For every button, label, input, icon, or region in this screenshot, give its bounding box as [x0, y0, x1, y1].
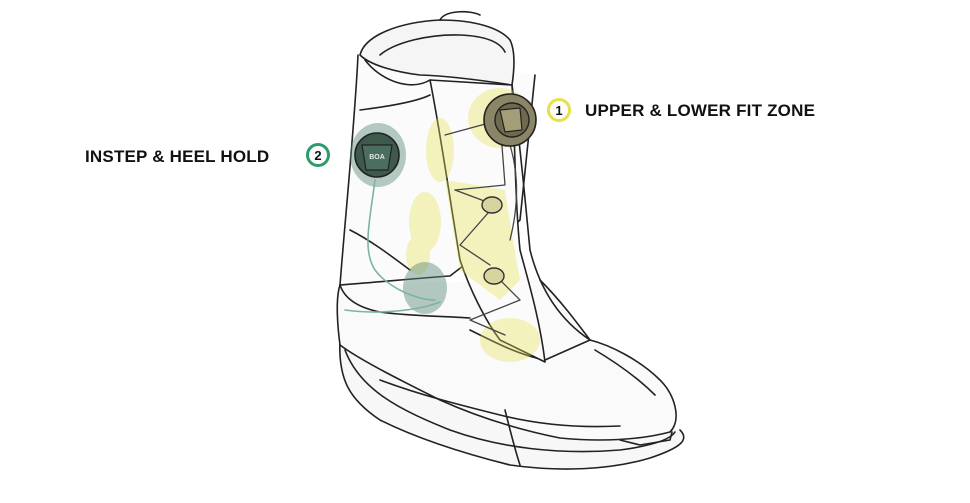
callout-2-label: INSTEP & HEEL HOLD [85, 147, 270, 166]
callout-1-label: UPPER & LOWER FIT ZONE [585, 101, 816, 120]
instep-boa-dial: BOA [354, 132, 400, 178]
callout-2-badge: 2 [306, 143, 330, 167]
upper-boa-dial [483, 93, 537, 147]
callout-1-badge: 1 [547, 98, 571, 122]
callout-1-number: 1 [555, 102, 563, 118]
boot-toe [336, 279, 677, 441]
boa-dial-text: BOA [369, 154, 385, 161]
callout-2-number: 2 [314, 147, 322, 163]
